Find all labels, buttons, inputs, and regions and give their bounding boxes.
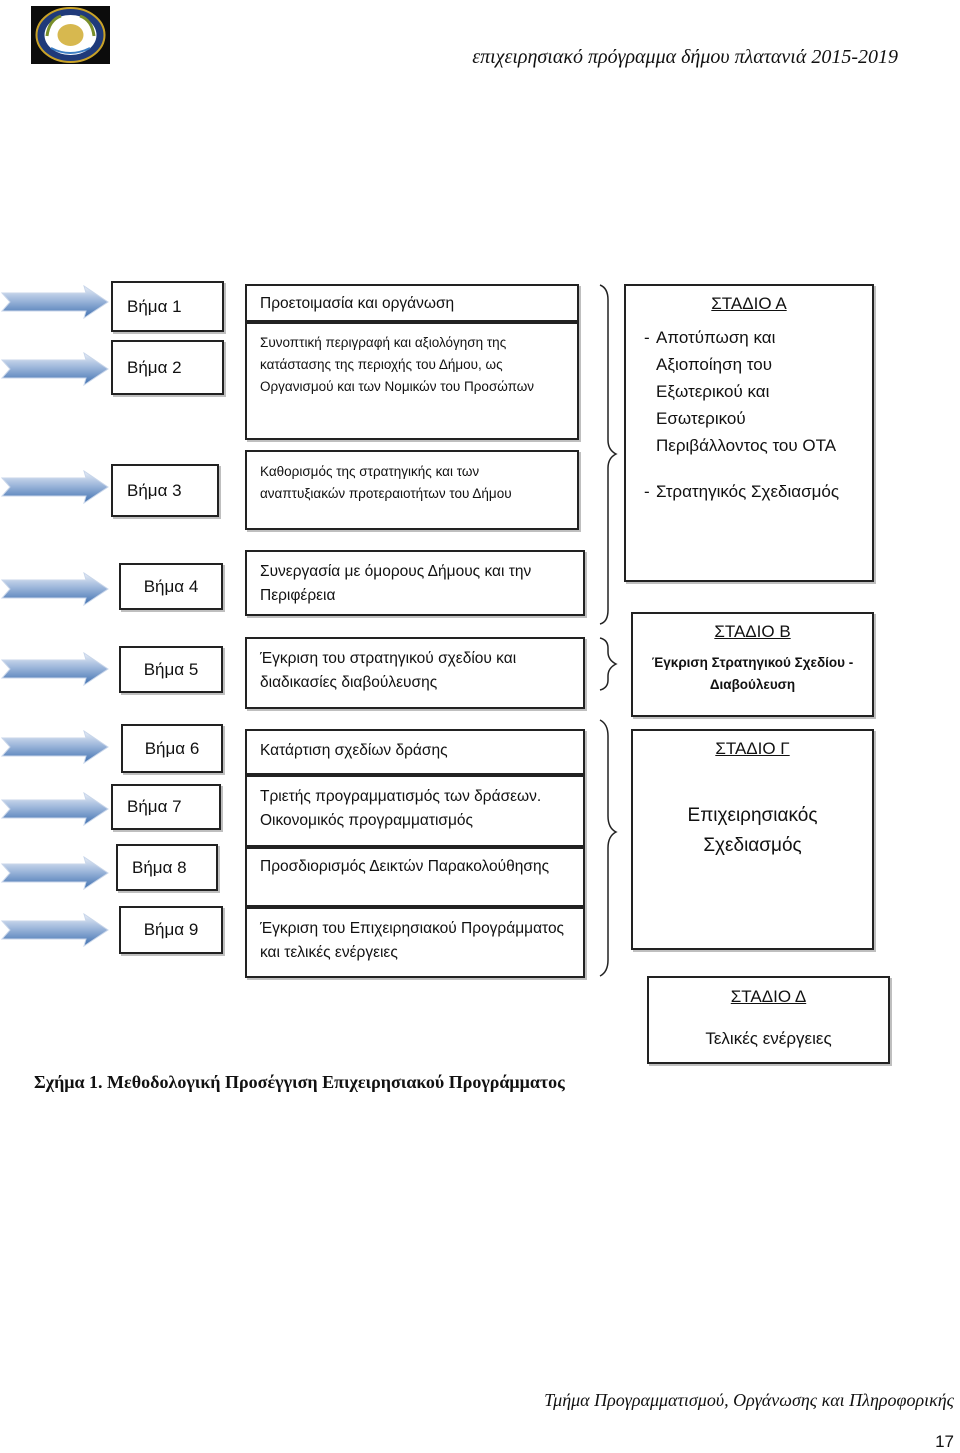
task-text: Τριετής προγραμματισμός των δράσεων. Οικ… (260, 788, 542, 829)
arrow-icon (0, 352, 109, 386)
stage-a-item-1-line: Αποτύπωση και (656, 328, 776, 347)
arrow-icon (0, 730, 109, 764)
step-7-box: Βήμα 7 (111, 784, 221, 830)
task-text: Κατάρτιση σχεδίων δράσης (260, 742, 448, 759)
step-label: Βήμα 8 (132, 857, 187, 877)
step-1-box: Βήμα 1 (111, 281, 224, 332)
arrow-icon (0, 285, 109, 319)
bracket-stage-b (599, 637, 618, 691)
stage-b-box: ΣΤΑΔΙΟ Β Έγκριση Στρατηγικού Σχεδίου - Δ… (631, 612, 874, 717)
task-7-box: Τριετής προγραμματισμός των δράσεων. Οικ… (245, 775, 585, 847)
task-9-box: Έγκριση του Επιχειρησιακού Προγράμματος … (245, 907, 585, 978)
step-label: Βήμα 2 (127, 357, 182, 377)
step-9-box: Βήμα 9 (119, 906, 223, 954)
municipality-logo (31, 6, 110, 64)
stage-a-item-2-text: Στρατηγικός Σχεδιασμός (656, 482, 840, 501)
footer-department: Τμήμα Προγραμματισμού, Οργάνωσης και Πλη… (544, 1390, 954, 1410)
arrow-icon (0, 470, 109, 504)
stage-b-title: ΣΤΑΔΙΟ Β (714, 622, 791, 641)
stage-a-item-1-line: Εξωτερικού και (656, 382, 770, 401)
stage-c-title: ΣΤΑΔΙΟ Γ (715, 739, 790, 758)
document-header-title: επιχειρησιακό πρόγραμμα δήμου πλατανιά 2… (472, 46, 898, 68)
step-label: Βήμα 3 (127, 480, 182, 500)
task-8-box: Προσδιορισμός Δεικτών Παρακολούθησης (245, 847, 585, 907)
step-6-box: Βήμα 6 (121, 724, 223, 773)
grouping-brackets (599, 284, 618, 977)
stage-a-box: ΣΤΑΔΙΟ Α Αποτύπωση και Αξιοποίηση του Εξ… (624, 284, 874, 582)
stage-a-item-1: Αποτύπωση και Αξιοποίηση του Εξωτερικού … (632, 324, 866, 459)
stage-c-text: Επιχειρησιακός Σχεδιασμός (633, 801, 872, 861)
task-text: Προσδιορισμός Δεικτών Παρακολούθησης (260, 858, 550, 875)
stage-d-title: ΣΤΑΔΙΟ Δ (730, 987, 807, 1006)
figure-caption: Σχήμα 1. Μεθοδολογική Προσέγγιση Επιχειρ… (34, 1072, 565, 1092)
bracket-stage-a (599, 284, 618, 625)
stage-a-list: Αποτύπωση και Αξιοποίηση του Εξωτερικού … (632, 324, 866, 505)
stage-a-title: ΣΤΑΔΙΟ Α (711, 294, 787, 313)
stage-c-line: Σχεδιασμός (703, 835, 802, 856)
arrow-icon (0, 652, 109, 686)
step-2-box: Βήμα 2 (111, 340, 224, 395)
stage-d-box: ΣΤΑΔΙΟ Δ Τελικές ενέργειες (647, 976, 890, 1064)
step-3-box: Βήμα 3 (111, 464, 219, 517)
step-label: Βήμα 5 (143, 659, 199, 679)
stage-a-item-1-line: Εσωτερικού (656, 409, 746, 428)
task-5-box: Έγκριση του στρατηγικού σχεδίου και διαδ… (245, 637, 585, 709)
bracket-stage-c (599, 719, 618, 977)
step-4-box: Βήμα 4 (119, 563, 223, 610)
stage-b-subtitle: Έγκριση Στρατηγικού Σχεδίου - Διαβούλευσ… (651, 655, 854, 692)
stage-c-line: Επιχειρησιακός (687, 805, 818, 826)
task-1-box: Προετοιμασία και οργάνωση (245, 284, 579, 322)
step-8-box: Βήμα 8 (116, 844, 218, 891)
page-number: 17 (935, 1432, 954, 1451)
stage-a-item-1-line: Περιβάλλοντος του ΟΤΑ (656, 436, 837, 455)
step-5-box: Βήμα 5 (119, 646, 223, 693)
task-3-box: Καθορισμός της στρατηγικής και των αναπτ… (245, 450, 579, 530)
arrow-icon (0, 913, 109, 947)
task-text: Έγκριση του στρατηγικού σχεδίου και διαδ… (260, 650, 517, 691)
stage-d-subtitle: Τελικές ενέργειες (705, 1029, 832, 1048)
task-text: Έγκριση του Επιχειρησιακού Προγράμματος … (260, 920, 565, 961)
task-text: Συνεργασία με όμορους Δήμους και την Περ… (260, 563, 532, 604)
stage-c-box: ΣΤΑΔΙΟ Γ Επιχειρησιακός Σχεδιασμός (631, 729, 874, 950)
step-label: Βήμα 4 (143, 576, 199, 596)
stage-a-item-2: Στρατηγικός Σχεδιασμός (632, 478, 866, 505)
arrow-icon (0, 856, 109, 890)
step-label: Βήμα 9 (143, 920, 199, 939)
step-label: Βήμα 1 (127, 296, 182, 316)
stage-a-item-1-line: Αξιοποίηση του (656, 355, 773, 374)
task-text: Καθορισμός της στρατηγικής και των αναπτ… (260, 464, 512, 501)
task-4-box: Συνεργασία με όμορους Δήμους και την Περ… (245, 550, 585, 616)
task-text: Προετοιμασία και οργάνωση (260, 295, 455, 312)
task-6-box: Κατάρτιση σχεδίων δράσης (245, 729, 585, 775)
task-2-box: Συνοπτική περιγραφή και αξιολόγηση της κ… (245, 322, 579, 440)
step-label: Βήμα 6 (144, 738, 200, 758)
arrow-icon (0, 792, 109, 826)
step-label: Βήμα 7 (127, 797, 182, 816)
arrow-icon (0, 572, 109, 606)
task-text: Συνοπτική περιγραφή και αξιολόγηση της κ… (260, 335, 535, 394)
